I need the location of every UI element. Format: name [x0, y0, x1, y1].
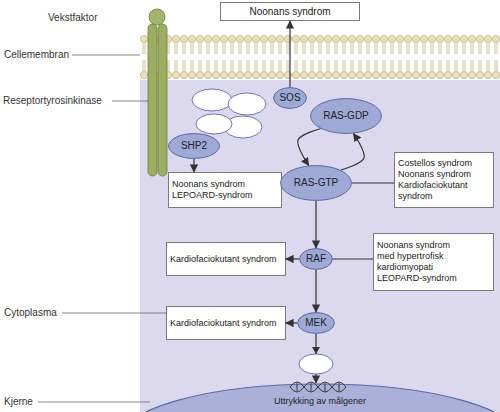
- text-holder: MEK: [297, 312, 335, 334]
- ellipse-fill: [300, 249, 333, 270]
- ellipse-fill: [169, 134, 220, 159]
- pathway-arrow: [298, 129, 321, 166]
- node-text: Noonans syndrom: [172, 179, 245, 190]
- text-holder: Kardiofaciokutant syndrom: [167, 307, 285, 339]
- ellipse-fill: [274, 88, 307, 109]
- cell-membrane: [140, 34, 500, 80]
- pathway-arrow: [315, 201, 316, 248]
- pathway-arrow: [286, 322, 297, 323]
- cytoplasm-area: [140, 58, 500, 412]
- pathway-arrow: [341, 134, 364, 170]
- syndrome-box: Noonans syndromLEPOARD-syndrom: [168, 172, 282, 208]
- node-text: SOS: [279, 92, 300, 104]
- node-text: LEOPARD-syndrom: [377, 273, 457, 284]
- side-label: Reseptortyrosinkinase: [3, 95, 102, 107]
- node-text: SHP2: [181, 140, 207, 152]
- node-text: Costellos syndrom: [398, 158, 472, 169]
- node-text: LEPOARD-syndrom: [172, 190, 253, 201]
- erk-ellipse: [299, 354, 333, 374]
- ellipse-fill: [281, 166, 352, 201]
- text-holder: SOS: [273, 87, 307, 109]
- dna-helix: [290, 382, 346, 392]
- text-holder: Costellos syndromNoonans syndromKardiofa…: [395, 153, 493, 207]
- node-text: Uttrykking av målgener: [274, 396, 366, 407]
- node-text: Kardiofaciokutant syndrom: [398, 180, 490, 202]
- pathway-arrow: [315, 270, 316, 312]
- pathway-arrow: [352, 182, 394, 183]
- node-text: RAS-GTP: [294, 177, 338, 189]
- receptor-symbol: [148, 24, 167, 176]
- protein-ellipse: MEK: [297, 312, 335, 334]
- pathway-arrow: [286, 258, 299, 259]
- node-text: Kardiofaciokutant syndrom: [170, 254, 277, 265]
- arrow-head: [312, 347, 320, 354]
- syndrome-box: Kardiofaciokutant syndrom: [166, 242, 286, 276]
- growth-factor-ball: [149, 9, 165, 25]
- node-text: Noonans syndrom med hypertrofisk kardiom…: [377, 240, 467, 272]
- node-text: Noonans syndrom: [249, 6, 330, 18]
- text-holder: Noonans syndrom med hypertrofisk kardiom…: [374, 234, 493, 290]
- node-text: MEK: [305, 317, 327, 329]
- text-holder: Uttrykking av målgener: [140, 383, 500, 412]
- protein-ellipse: RAS-GTP: [280, 165, 352, 201]
- nucleus-fill: [140, 384, 500, 412]
- syndrome-box: Noonans syndrom med hypertrofisk kardiom…: [373, 233, 494, 291]
- leader-lines: [38, 55, 185, 402]
- pathway-arrow: [193, 159, 194, 172]
- text-holder: RAF: [299, 248, 333, 270]
- text-holder: Kardiofaciokutant syndrom: [167, 243, 285, 275]
- membrane-backdrop: [140, 34, 500, 80]
- node-text: Noonans syndrom: [398, 169, 471, 180]
- syndrome-box: Kardiofaciokutant syndrom: [166, 306, 286, 340]
- node-text: Kardiofaciokutant syndrom: [170, 318, 277, 329]
- side-label: Kjerne: [4, 396, 33, 408]
- edge-group: [194, 21, 394, 383]
- pathway-arrow: [315, 334, 316, 383]
- ellipse-fill: [298, 313, 335, 334]
- ellipse-fill: [311, 99, 382, 134]
- nucleus-shape: Uttrykking av målgener: [140, 383, 500, 412]
- protein-ellipse: SOS: [273, 87, 307, 109]
- syndrome-box: Costellos syndromNoonans syndromKardiofa…: [394, 152, 494, 208]
- pathway-arrow: [289, 21, 290, 87]
- side-label: Cytoplasma: [4, 307, 57, 319]
- protein-ellipse: RAS-GDP: [310, 98, 382, 134]
- text-holder: SHP2: [168, 133, 220, 159]
- adapter-ellipses: [192, 89, 266, 138]
- text-holder: RAS-GTP: [280, 165, 352, 201]
- pathway-arrow: [333, 258, 373, 259]
- text-holder: Noonans syndromLEPOARD-syndrom: [169, 173, 281, 207]
- syndrome-box: Noonans syndrom: [220, 2, 360, 21]
- text-holder: Noonans syndrom: [221, 3, 359, 20]
- protein-ellipse: SHP2: [168, 133, 220, 159]
- side-label: Vekstfaktor: [48, 12, 97, 24]
- protein-ellipse: RAF: [299, 248, 333, 270]
- node-text: RAS-GDP: [323, 110, 369, 122]
- side-label: Cellemembran: [4, 49, 69, 61]
- text-holder: RAS-GDP: [310, 98, 382, 134]
- node-text: RAF: [306, 253, 326, 265]
